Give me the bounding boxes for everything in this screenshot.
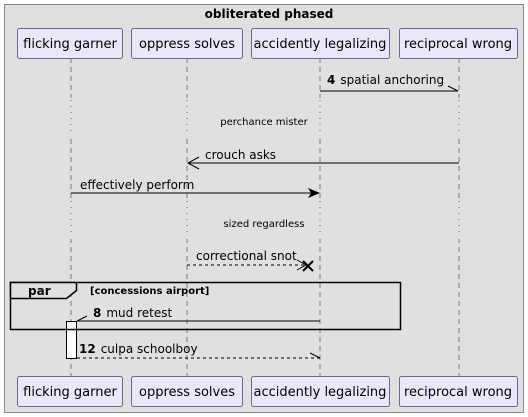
par-group-tag: par <box>28 284 51 298</box>
message-seq-number: 8 <box>93 306 101 320</box>
filled-arrow-head-icon <box>308 188 320 198</box>
participant-label: accidently legalizing <box>254 37 387 52</box>
par-group-guard: [concessions airport] <box>90 286 209 297</box>
message-effectively-perform: effectively perform <box>71 178 320 198</box>
message-mud-retest: 8 mud retest <box>76 306 320 322</box>
participant-label: flicking garner <box>23 37 117 52</box>
participants-bottom: flicking garner oppress solves accidentl… <box>17 376 518 407</box>
message-text: spatial anchoring <box>340 73 444 87</box>
frame-background <box>4 4 524 413</box>
message-text: mud retest <box>106 306 172 320</box>
message-seq-number: 4 <box>327 73 335 87</box>
participant-box-accidently-legalizing[interactable] <box>251 28 390 59</box>
participant-box-accidently-legalizing-bottom[interactable] <box>251 376 390 407</box>
participant-label: oppress solves <box>139 37 235 52</box>
message-label: 8 mud retest <box>93 306 172 320</box>
divider-2: sized regardless <box>68 199 462 239</box>
divider-1-label: perchance mister <box>220 117 308 128</box>
participant-label: oppress solves <box>139 385 235 400</box>
message-text: crouch asks <box>205 148 276 162</box>
participant-box-oppress-solves-bottom[interactable] <box>131 376 243 407</box>
divider-1: perchance mister <box>68 98 462 138</box>
participant-label: accidently legalizing <box>254 385 387 400</box>
frame-title: obliterated phased <box>205 7 334 21</box>
participants-top: flicking garner oppress solves accidentl… <box>17 28 518 59</box>
message-crouch-asks: crouch asks <box>186 148 459 170</box>
participant-label: flicking garner <box>23 385 117 400</box>
half-arrow-head-icon <box>76 315 88 322</box>
lost-cross-icon <box>302 260 314 272</box>
message-culpa-schoolboy: 12 culpa schoolboy <box>77 342 321 359</box>
par-group-tab <box>9 281 78 300</box>
open-arrow-head-icon <box>186 156 200 170</box>
activation-bar <box>66 321 77 359</box>
half-arrow-head-icon <box>309 352 321 359</box>
message-correctional-snot: correctional snot <box>187 249 314 272</box>
message-text: culpa schoolboy <box>101 342 198 356</box>
message-seq-number: 12 <box>79 342 96 356</box>
participant-label: reciprocal wrong <box>404 385 512 400</box>
divider-2-label: sized regardless <box>223 219 304 230</box>
participant-box-flicking-garner[interactable] <box>17 28 123 59</box>
half-arrow-head-icon <box>447 85 459 92</box>
par-group: par [concessions airport] <box>9 281 402 331</box>
message-text: correctional snot <box>196 249 297 263</box>
message-spatial-anchoring: 4 spatial anchoring <box>320 73 459 92</box>
par-group-frame <box>9 281 402 331</box>
participant-box-oppress-solves[interactable] <box>131 28 243 59</box>
message-label: 12 culpa schoolboy <box>79 342 198 356</box>
participant-box-reciprocal-wrong-bottom[interactable] <box>399 376 518 407</box>
participant-box-flicking-garner-bottom[interactable] <box>17 376 123 407</box>
message-text: effectively perform <box>80 178 194 192</box>
participant-label: reciprocal wrong <box>404 37 512 52</box>
participant-box-reciprocal-wrong[interactable] <box>399 28 518 59</box>
message-label: 4 spatial anchoring <box>327 73 444 87</box>
